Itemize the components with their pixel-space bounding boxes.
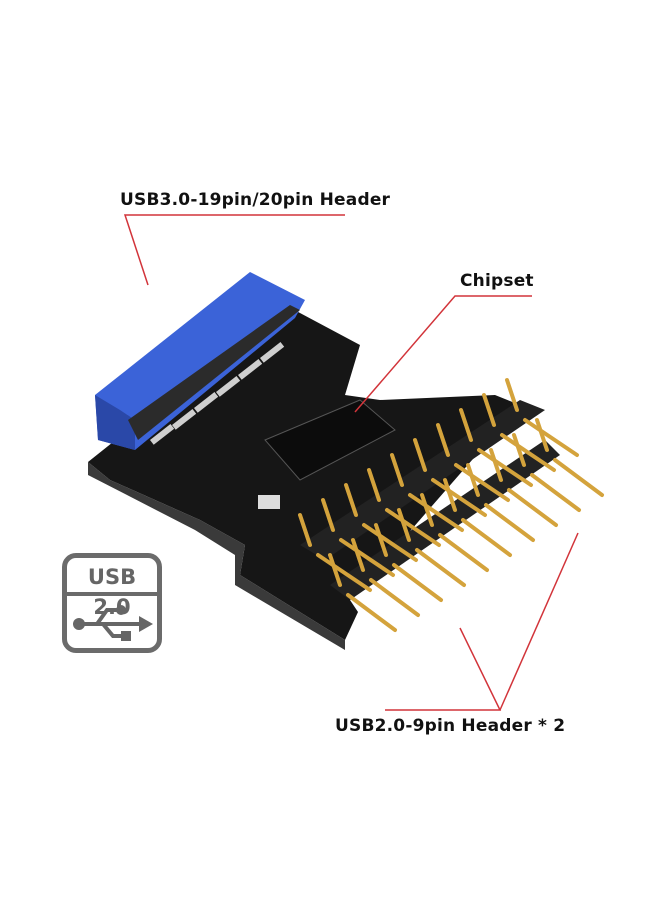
pin [344, 483, 358, 517]
pin [392, 563, 443, 602]
pin [339, 538, 395, 577]
usb3-header-label: USB3.0-19pin/20pin Header [120, 190, 391, 210]
pin [454, 463, 510, 502]
pin [553, 458, 604, 497]
pin [346, 593, 397, 632]
pin [351, 538, 365, 572]
pin [505, 378, 519, 412]
solder-pads [150, 341, 285, 445]
pin [408, 493, 464, 532]
pin [512, 433, 526, 467]
pin [369, 578, 420, 617]
pin [390, 453, 404, 487]
usb-2-logo: USB 2.0 [62, 553, 162, 653]
pin [298, 513, 312, 547]
chipset-label: Chipset [460, 271, 534, 291]
pin [507, 488, 558, 527]
pin [374, 523, 388, 557]
pin [328, 553, 342, 587]
pin [420, 493, 434, 527]
chipset [264, 399, 396, 481]
header-pins [298, 378, 604, 632]
pin [523, 418, 579, 457]
pin [482, 393, 496, 427]
usb-2-logo-text: USB 2.0 [67, 562, 157, 619]
crystal [258, 495, 280, 509]
pin [466, 463, 480, 497]
pin [489, 448, 503, 482]
pin [431, 478, 487, 517]
pin [385, 508, 441, 547]
pin [413, 438, 427, 472]
pin [530, 473, 581, 512]
pin [436, 423, 450, 457]
pin [477, 448, 533, 487]
pin [367, 468, 381, 502]
pin [459, 408, 473, 442]
pin [443, 478, 457, 512]
pin [500, 433, 556, 472]
pin [461, 518, 512, 557]
pin [535, 418, 549, 452]
usb3-connector-slot [128, 305, 300, 440]
callout-lines [123, 214, 579, 711]
usb3-connector [95, 272, 305, 450]
usb3-connector-side [95, 395, 135, 450]
pin [397, 508, 411, 542]
pcb-edge [88, 462, 345, 650]
pin [484, 503, 535, 542]
pin [321, 498, 335, 532]
pin [438, 533, 489, 572]
usb-trident-icon [73, 605, 153, 641]
usb2-headers-label: USB2.0-9pin Header * 2 [335, 716, 566, 736]
pin [316, 553, 372, 592]
pin [415, 548, 466, 587]
pin [362, 523, 418, 562]
